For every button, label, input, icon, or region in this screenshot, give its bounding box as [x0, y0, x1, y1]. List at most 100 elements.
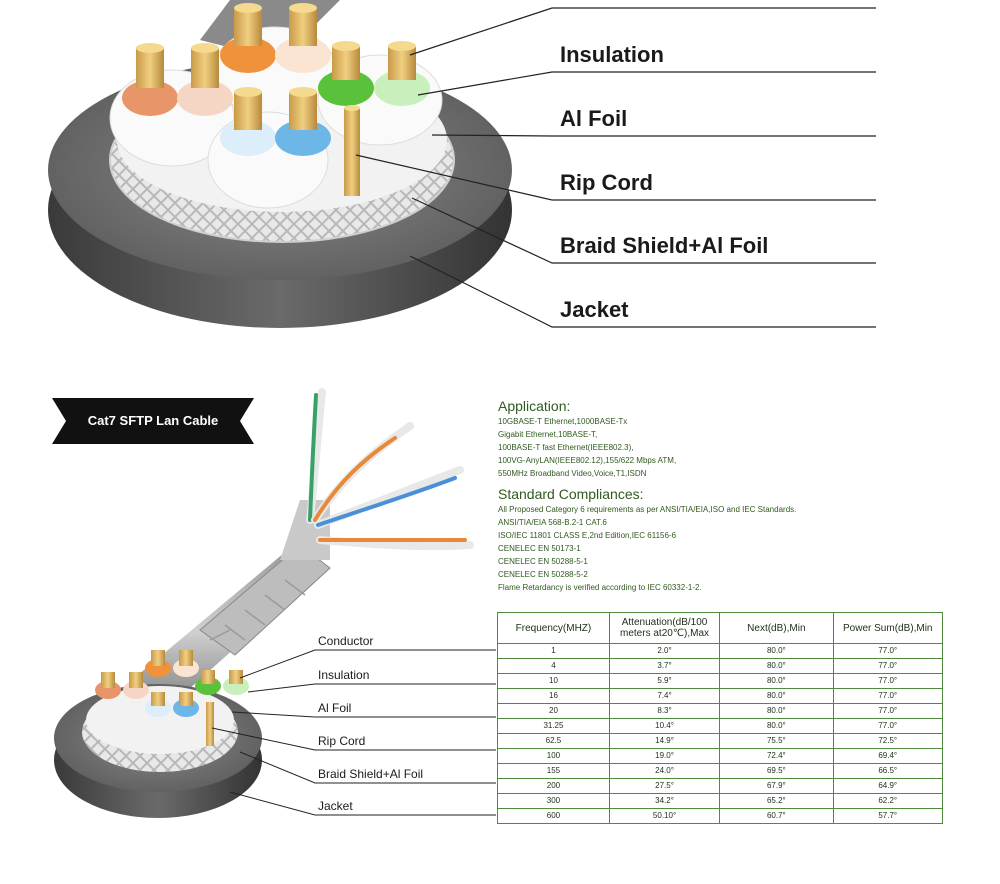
- table-cell: 155: [497, 763, 610, 779]
- application-line: 100BASE-T fast Ethernet(IEEE802.3),: [498, 443, 634, 452]
- table-cell: 60.7°: [719, 808, 834, 824]
- table-cell: 100: [497, 748, 610, 764]
- table-cell: 69.5°: [719, 763, 834, 779]
- table-cell: 77.0°: [832, 688, 944, 704]
- table-cell: 72.4°: [719, 748, 834, 764]
- table-cell: 57.7°: [832, 808, 944, 824]
- application-line: 550MHz Broadband Video,Voice,T1,ISDN: [498, 469, 647, 478]
- table-cell: 66.5°: [832, 763, 944, 779]
- table-cell: 34.2°: [608, 793, 721, 809]
- compliance-line: All Proposed Category 6 requirements as …: [498, 505, 797, 514]
- table-cell: 62.2°: [832, 793, 944, 809]
- table-cell: 5.9°: [608, 673, 721, 689]
- table-cell: 69.4°: [832, 748, 944, 764]
- application-line: 10GBASE-T Ethernet,1000BASE-Tx: [498, 417, 628, 426]
- label-jacket-small: Jacket: [318, 799, 353, 813]
- table-header-cell: Frequency(MHZ): [497, 612, 610, 644]
- table-cell: 31.25: [497, 718, 610, 734]
- application-line: Gigabit Ethernet,10BASE-T,: [498, 430, 598, 439]
- label-braid-shield: Braid Shield+Al Foil: [560, 233, 769, 258]
- compliance-line: CENELEC EN 50288-5-2: [498, 570, 588, 579]
- table-cell: 62.5: [497, 733, 610, 749]
- table-header-cell: Power Sum(dB),Min: [832, 612, 944, 644]
- braid-texture: [209, 579, 306, 641]
- fanned-pairs: [306, 388, 474, 551]
- top-cable: [48, 0, 876, 328]
- compliance-line: CENELEC EN 50173-1: [498, 544, 581, 553]
- table-cell: 80.0°: [719, 643, 834, 659]
- table-cell: 24.0°: [608, 763, 721, 779]
- table-cell: 75.5°: [719, 733, 834, 749]
- table-cell: 80.0°: [719, 673, 834, 689]
- spec-table: Frequency(MHZ)Attenuation(dB/100 meters …: [497, 612, 944, 824]
- table-cell: 19.0°: [608, 748, 721, 764]
- label-rip-cord-small: Rip Cord: [318, 734, 366, 748]
- label-rip-cord: Rip Cord: [560, 170, 653, 195]
- table-cell: 20: [497, 703, 610, 719]
- compliance-line: Flame Retardancy is verified according t…: [498, 583, 702, 592]
- table-cell: 77.0°: [832, 643, 944, 659]
- label-conductor-small: Conductor: [318, 634, 374, 648]
- label-insulation: Insulation: [560, 42, 664, 67]
- product-badge: Cat7 SFTP Lan Cable: [87, 413, 219, 428]
- compliance-line: ANSI/TIA/EIA 568-B.2-1 CAT.6: [498, 518, 607, 527]
- table-cell: 14.9°: [608, 733, 721, 749]
- table-cell: 27.5°: [608, 778, 721, 794]
- rip-cord: [344, 108, 360, 196]
- table-cell: 77.0°: [832, 673, 944, 689]
- table-cell: 10.4°: [608, 718, 721, 734]
- table-cell: 10: [497, 673, 610, 689]
- table-cell: 80.0°: [719, 658, 834, 674]
- label-al-foil: Al Foil: [560, 106, 628, 131]
- bottom-leader-lines: [211, 649, 496, 816]
- label-al-foil-small: Al Foil: [318, 701, 352, 715]
- table-cell: 67.9°: [719, 778, 834, 794]
- table-cell: 77.0°: [832, 658, 944, 674]
- table-cell: 77.0°: [832, 703, 944, 719]
- table-cell: 80.0°: [719, 688, 834, 704]
- conductors: [136, 3, 416, 130]
- bottom-cable: [54, 388, 496, 818]
- bottom-conductors: [101, 650, 243, 706]
- compliance-line: CENELEC EN 50288-5-1: [498, 557, 588, 566]
- exposed-braid: [199, 544, 331, 656]
- compliances-heading: Standard Compliances:: [498, 486, 644, 502]
- top-leader-lines: [355, 7, 876, 328]
- table-cell: 50.10°: [608, 808, 721, 824]
- table-cell: 77.0°: [832, 718, 944, 734]
- table-cell: 2.0°: [608, 643, 721, 659]
- table-cell: 65.2°: [719, 793, 834, 809]
- table-cell: 80.0°: [719, 718, 834, 734]
- spec-block: Application: 10GBASE-T Ethernet,1000BASE…: [498, 398, 968, 594]
- table-cell: 1: [497, 643, 610, 659]
- label-braid-shield-small: Braid Shield+Al Foil: [318, 767, 424, 781]
- table-header-row: Frequency(MHZ)Attenuation(dB/100 meters …: [497, 612, 944, 644]
- compliance-line: ISO/IEC 11801 CLASS E,2nd Edition,IEC 61…: [498, 531, 677, 540]
- bottom-rip-cord: [206, 702, 214, 746]
- application-heading: Application:: [498, 398, 571, 414]
- label-jacket: Jacket: [560, 297, 629, 322]
- badge-shape: [52, 398, 254, 444]
- table-cell: 4: [497, 658, 610, 674]
- table-cell: 16: [497, 688, 610, 704]
- table-cell: 300: [497, 793, 610, 809]
- bottom-foil: [86, 686, 234, 754]
- table-cell: 72.5°: [832, 733, 944, 749]
- table-cell: 600: [497, 808, 610, 824]
- table-cell: 8.3°: [608, 703, 721, 719]
- table-cell: 3.7°: [608, 658, 721, 674]
